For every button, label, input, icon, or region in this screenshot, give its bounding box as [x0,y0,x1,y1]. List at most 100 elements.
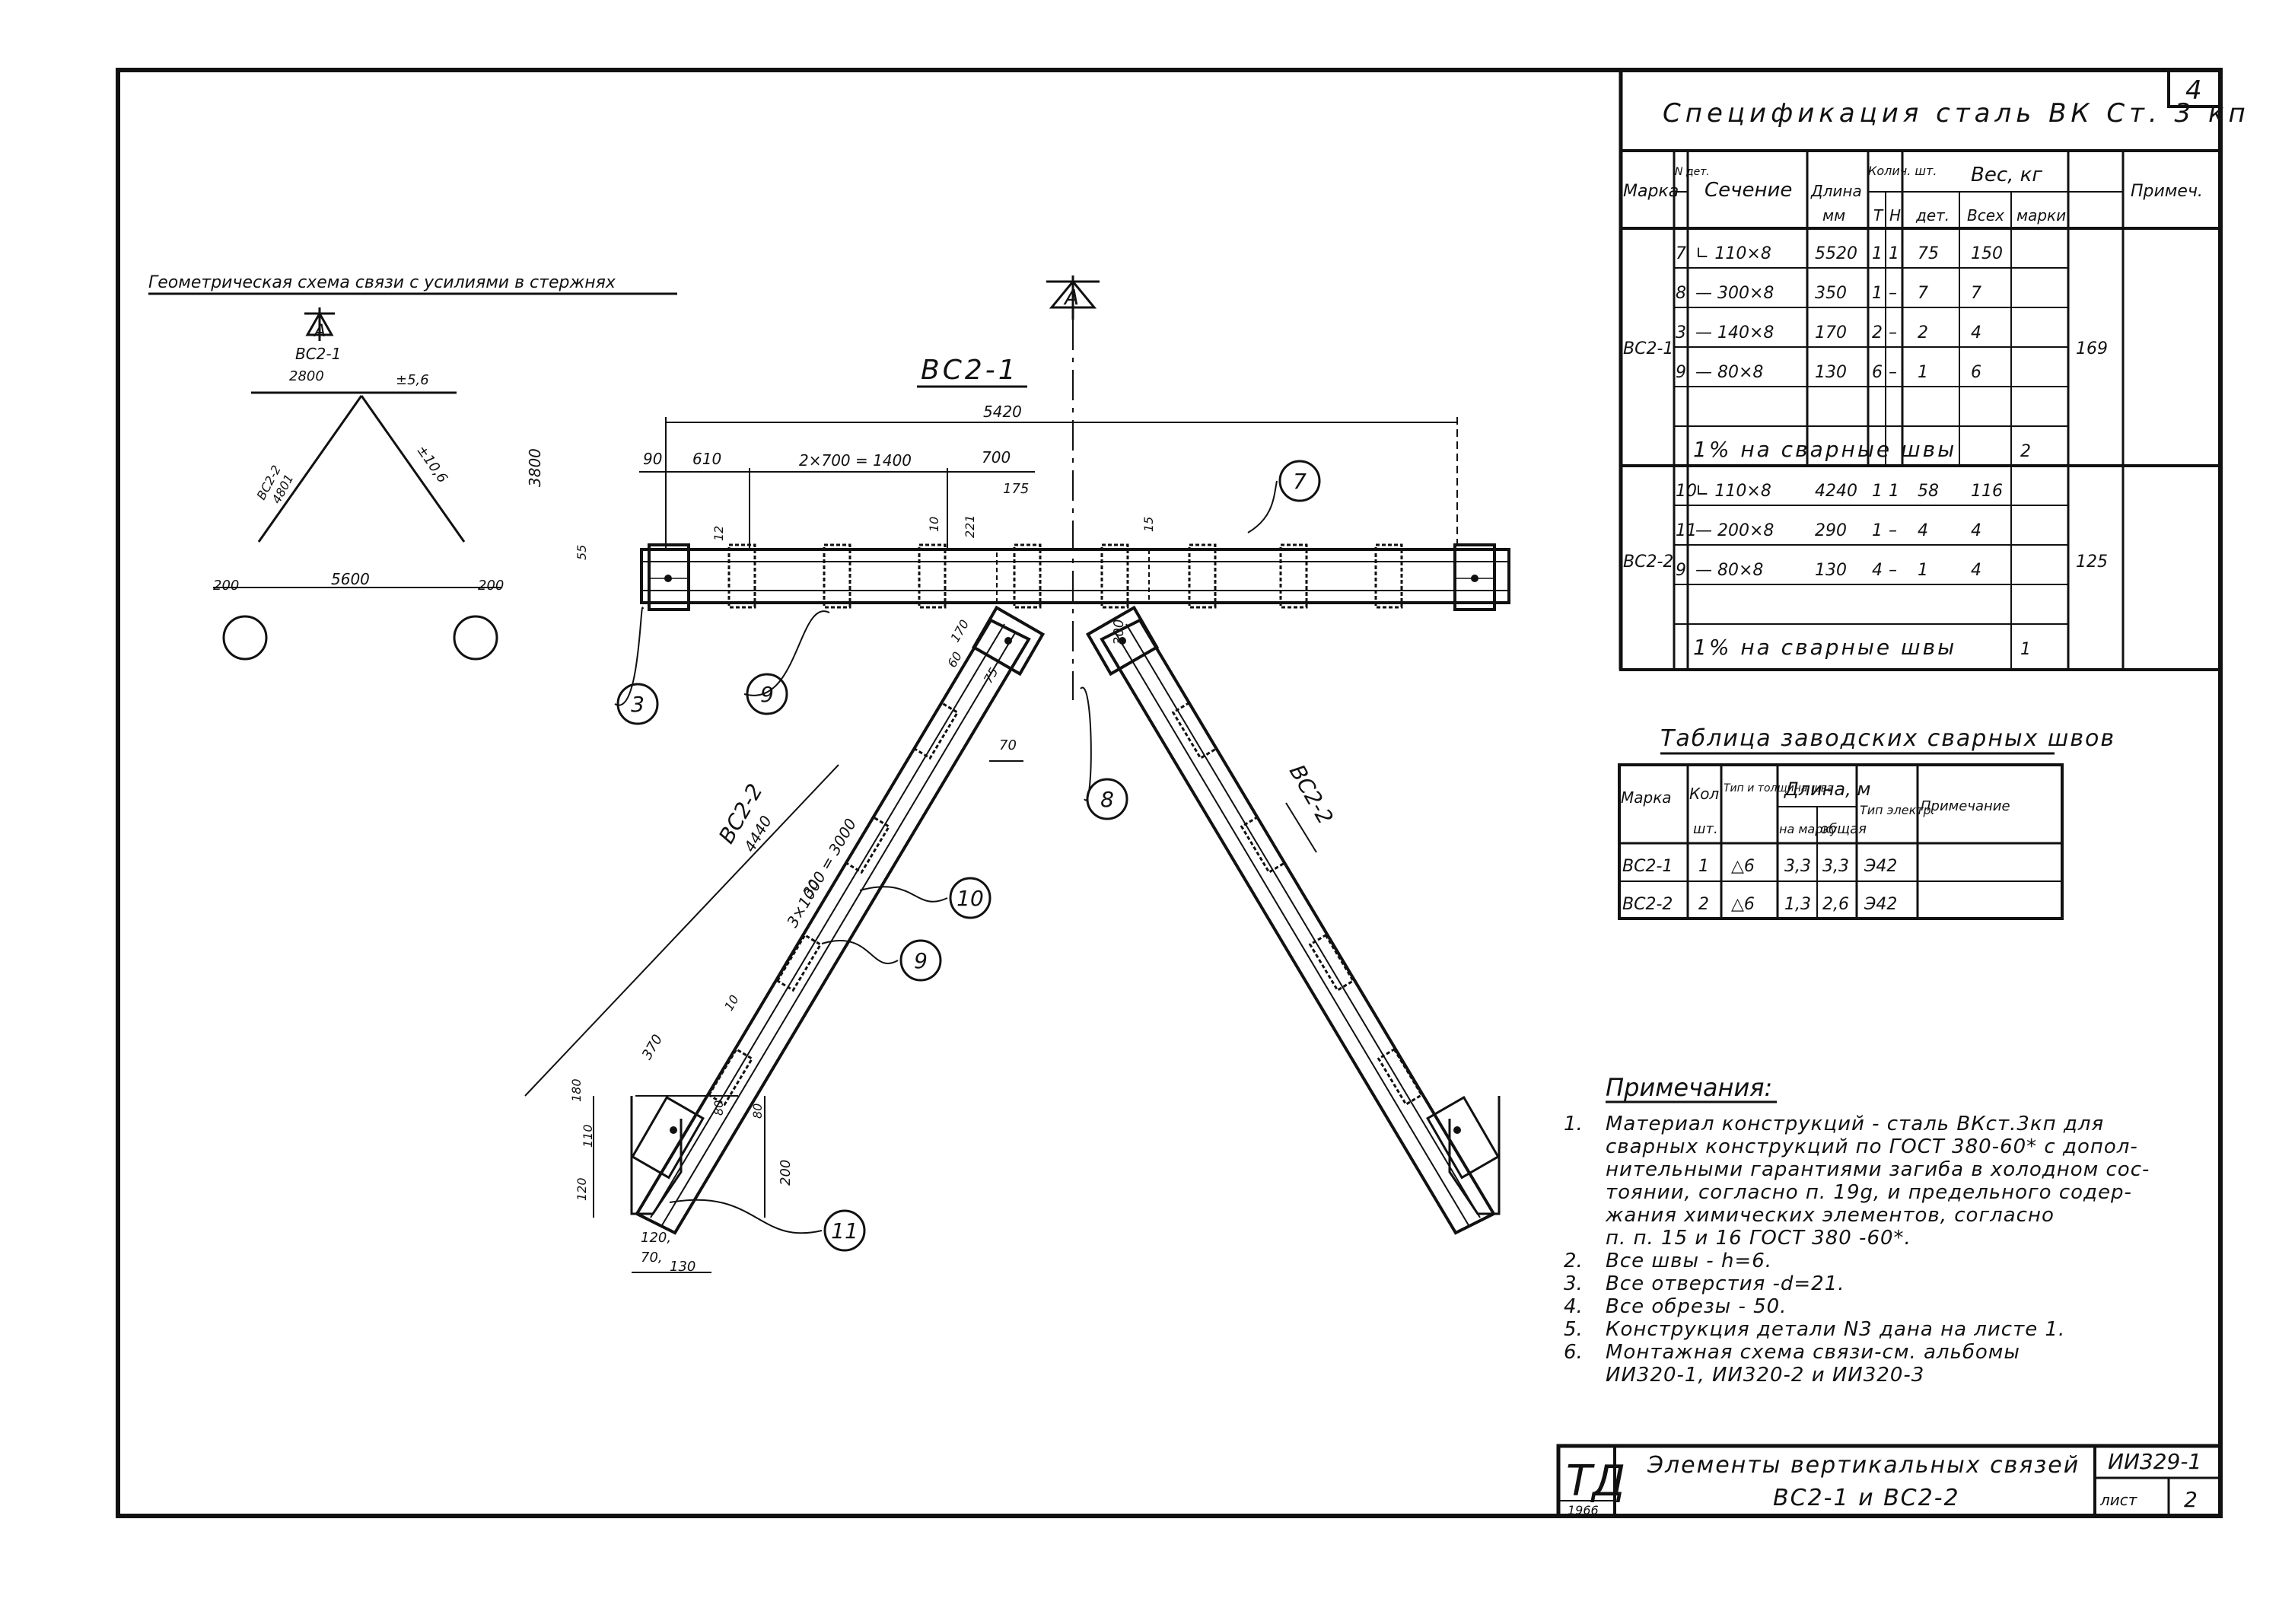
spec-g2-total: 125 [2076,552,2108,572]
main-top-member: ВС2-1 [921,355,1019,386]
note-line: Материал конструкций - сталь ВКст.3кп дл… [1606,1113,2104,1135]
dim-diag-10: 10 [721,992,742,1013]
spacer-plate [918,543,947,609]
dim-120: 120 [575,1177,589,1201]
spec-cell-wd: 4 [1918,521,1928,540]
dim-80a: 80 [711,1100,726,1116]
geo-right-off: 200 [478,578,504,594]
note-line: Монтажная схема связи-см. альбомы [1606,1341,2020,1364]
spec-h-t: Т [1873,206,1884,224]
note-line: нительными гарантиями загиба в холодном … [1606,1158,2150,1181]
spec-cell-det: 3 [1676,323,1686,342]
weld-cell-qty: 1 [1698,857,1709,876]
gusset-left [648,543,690,611]
callout-leader [1080,686,1092,801]
geo-title: Геометрическая схема связи с усилиями в … [148,273,616,292]
spec-cell-wa: 116 [1971,482,2003,501]
spec-cell-n: – [1889,323,1897,342]
spec-table: Спецификация сталь ВК Ст. 3 кп Ма [1619,98,2246,671]
callout-label: 9 [760,682,774,707]
right-diag-top-gusset [1085,605,1160,677]
spec-cell-wd: 1 [1918,363,1928,382]
spec-cell-det: 10 [1676,482,1697,501]
note-line: сварных конструкций по ГОСТ 380-60* с до… [1606,1135,2138,1158]
support-circle-right [453,615,498,661]
top-chord [640,548,1510,604]
spec-h-note: Примеч. [2131,182,2203,201]
spec-cell-det: 11 [1676,521,1697,540]
spec-cell-det: 8 [1676,284,1686,303]
sheet-label: лист [2099,1491,2138,1509]
dim-diag-70: 70 [999,737,1017,753]
spec-cell-sec: ∟ 110×8 [1695,244,1771,263]
spec-cell-len: 130 [1815,363,1847,382]
spacer-plate [1100,543,1129,609]
note-number: 1. [1564,1113,1583,1135]
center-gusset [996,549,1150,603]
main-view: А ВС2-1 5420 90 610 2×700 = 1400 700 175… [524,275,1510,1275]
callout-leader [859,886,948,903]
year: 1966 [1568,1503,1599,1517]
spec-cell-t: 4 [1872,561,1883,580]
callout-label: 10 [956,886,984,911]
note-number: 6. [1564,1341,1583,1364]
right-diagonal [1085,605,1501,1235]
support-circle-left [222,615,268,661]
spec-cell-wd: 75 [1918,244,1939,263]
spec-cell-t: 2 [1872,323,1883,342]
spec-cell-det: 9 [1676,561,1686,580]
diag-spacer-plate [775,933,823,992]
dim-10: 10 [927,517,941,532]
dim-70b: 70, [641,1250,663,1266]
geo-top-len: 2800 [289,368,324,384]
note-number: 5. [1564,1318,1583,1341]
spec-h-mm: мм [1822,206,1845,224]
weld-cell-total: 2,6 [1822,895,1849,914]
weld-table: Таблица заводских сварных швов Марка Кол… [1618,725,2115,920]
note-number: 4. [1564,1295,1583,1318]
left-diagonal [630,605,1046,1235]
spec-cell-wa: 150 [1971,244,2003,263]
dim-120b: 120, [641,1230,671,1246]
title-line2: ВС2-1 и ВС2-2 [1773,1485,1960,1511]
spec-cell-wd: 1 [1918,561,1928,580]
callout-circle [823,1209,866,1252]
callout-leader [614,607,644,706]
note-number: 2. [1564,1250,1583,1272]
spec-g1-mark: ВС2-1 [1623,339,1673,358]
dim-610: 610 [692,450,721,468]
diag-spacer-plate [707,1047,754,1107]
geo-section: А [313,322,326,341]
weld-cell-total: 3,3 [1822,857,1849,876]
spec-cell-t: 1 [1872,521,1883,540]
weld-h-note: Примечание [1921,798,2010,814]
diag-spacer-plate [1171,701,1218,760]
dim-diag-75: 75 [981,665,1001,686]
note-line: жания химических элементов, согласно [1605,1204,2055,1227]
spec-cell-wd: 7 [1918,284,1928,303]
dim-110: 110 [581,1124,595,1148]
weld-h-qty-unit: шт. [1693,821,1718,837]
spec-h-det: N дет. [1675,166,1710,178]
note-line: п. п. 15 и 16 ГОСТ 380 -60*. [1606,1227,1911,1250]
dim-175: 175 [1003,481,1029,497]
note-line: Конструкция детали N3 дана на листе 1. [1606,1318,2065,1341]
weld-title: Таблица заводских сварных швов [1660,725,2115,752]
callout-circle [899,939,942,982]
spec-h-wmark: марки [2016,206,2066,224]
dim-diag-right-member: ВС2-2 [1284,760,1338,829]
spec-cell-t: 1 [1872,244,1883,263]
weld-cell-mark: ВС2-1 [1622,857,1673,876]
note-line: Все обрезы - 50. [1606,1295,1787,1318]
spec-cell-n: – [1889,284,1897,303]
spec-cell-t: 1 [1872,284,1883,303]
spec-g2-mark: ВС2-2 [1623,552,1673,572]
spec-cell-t: 1 [1872,482,1883,501]
callout-label: 11 [831,1218,858,1243]
dim-180: 180 [569,1078,584,1102]
spec-h-section: Сечение [1704,179,1792,202]
callout-leader [669,1199,823,1234]
note-line: Все швы - h=6. [1606,1250,1772,1272]
